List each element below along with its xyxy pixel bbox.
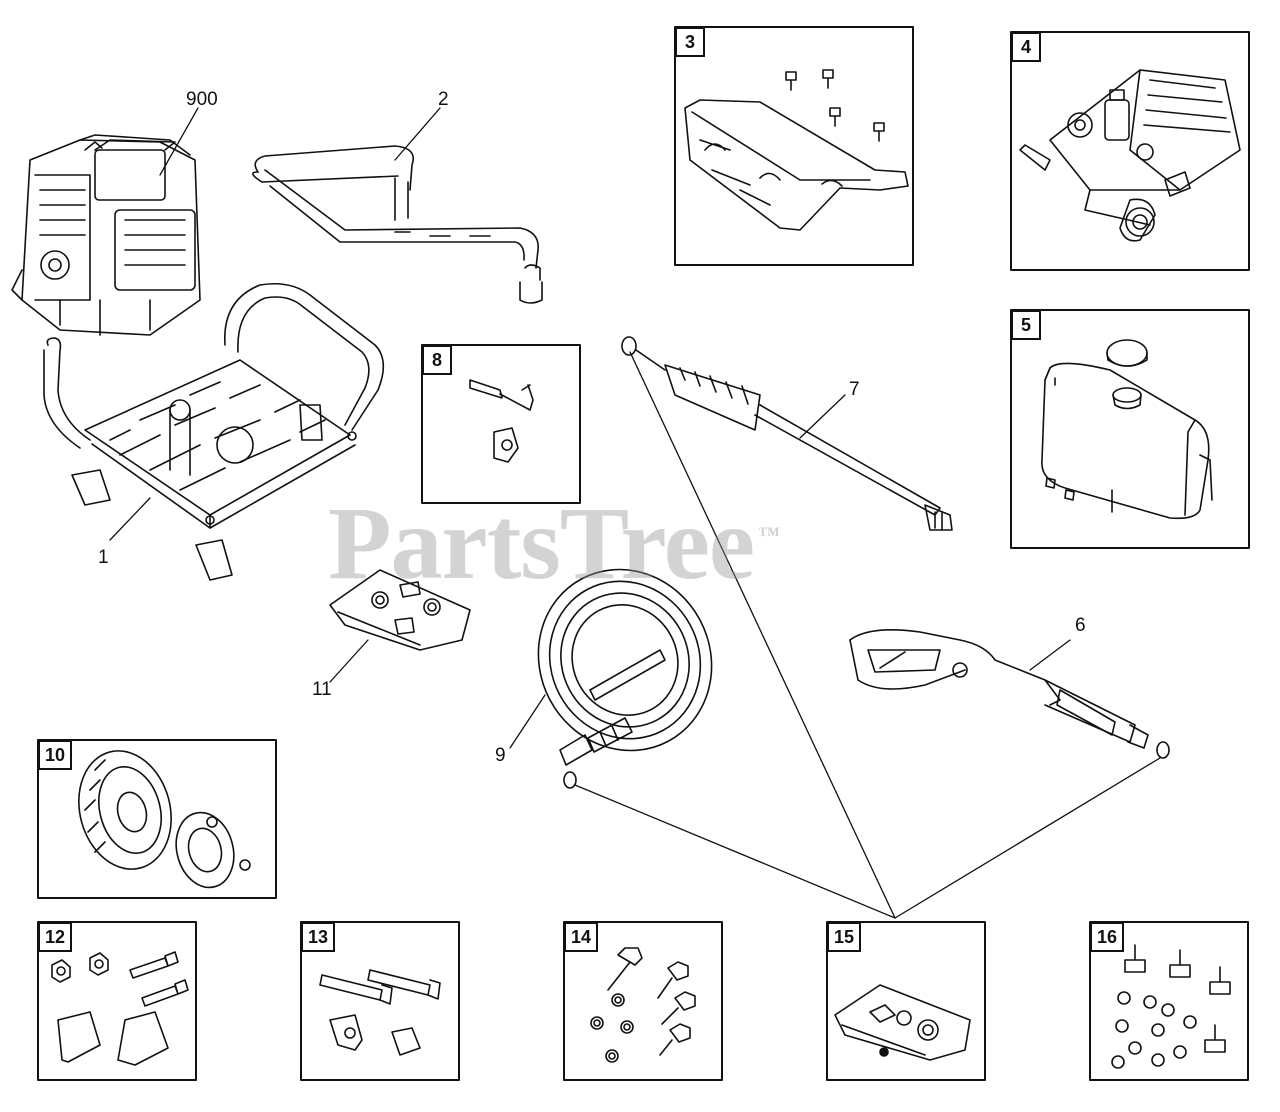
callout-1[interactable]: 1 — [98, 547, 109, 568]
panel-badge-16[interactable]: 16 — [1090, 922, 1124, 952]
panel-14-illustration — [590, 947, 696, 1063]
panel-badge-10[interactable]: 10 — [38, 740, 72, 770]
panel-5-frame — [1010, 309, 1250, 549]
callout-6[interactable]: 6 — [1075, 615, 1086, 636]
hose-illustration — [537, 568, 713, 789]
callout-7[interactable]: 7 — [849, 379, 860, 400]
panel-15-frame — [826, 921, 986, 1081]
callout-9[interactable]: 9 — [495, 745, 506, 766]
panel-3-illustration — [684, 69, 909, 231]
panel-3-frame — [674, 26, 914, 266]
engine-illustration — [11, 134, 201, 336]
panel-4-frame — [1010, 31, 1250, 271]
panel-13-frame — [300, 921, 460, 1081]
panel-8-illustration — [469, 379, 534, 463]
panel-badge-13[interactable]: 13 — [301, 922, 335, 952]
gun-illustration — [849, 628, 1170, 759]
panel-badge-12[interactable]: 12 — [38, 922, 72, 952]
leader-lines — [109, 107, 1161, 919]
hardware-bag-11-illustration — [329, 569, 471, 651]
panel-14-frame — [563, 921, 723, 1081]
callout-900[interactable]: 900 — [186, 89, 218, 110]
panel-16-illustration — [1111, 944, 1231, 1069]
panel-4-illustration — [1019, 69, 1241, 242]
panel-badge-3[interactable]: 3 — [675, 27, 705, 57]
panel-8-frame — [421, 344, 581, 504]
watermark-text: PartsTree — [328, 486, 755, 601]
panel-badge-15[interactable]: 15 — [827, 922, 861, 952]
frame-illustration — [43, 282, 385, 581]
panel-10-frame — [37, 739, 277, 899]
panel-badge-14[interactable]: 14 — [564, 922, 598, 952]
panel-badge-8[interactable]: 8 — [422, 345, 452, 375]
panel-12-illustration — [51, 951, 189, 1066]
panel-10-illustration — [78, 750, 251, 889]
callout-11[interactable]: 11 — [312, 679, 332, 700]
panel-5-illustration — [1041, 339, 1213, 520]
callout-2[interactable]: 2 — [438, 89, 449, 110]
trademark-mark: ™ — [758, 522, 780, 548]
handle-illustration — [252, 145, 543, 304]
panel-16-frame — [1089, 921, 1249, 1081]
screw-group — [785, 69, 885, 142]
panel-13-illustration — [319, 969, 441, 1056]
panel-12-frame — [37, 921, 197, 1081]
panel-badge-5[interactable]: 5 — [1011, 310, 1041, 340]
wand-illustration — [621, 336, 953, 531]
panel-badge-4[interactable]: 4 — [1011, 32, 1041, 62]
panel-15-illustration — [834, 984, 971, 1061]
